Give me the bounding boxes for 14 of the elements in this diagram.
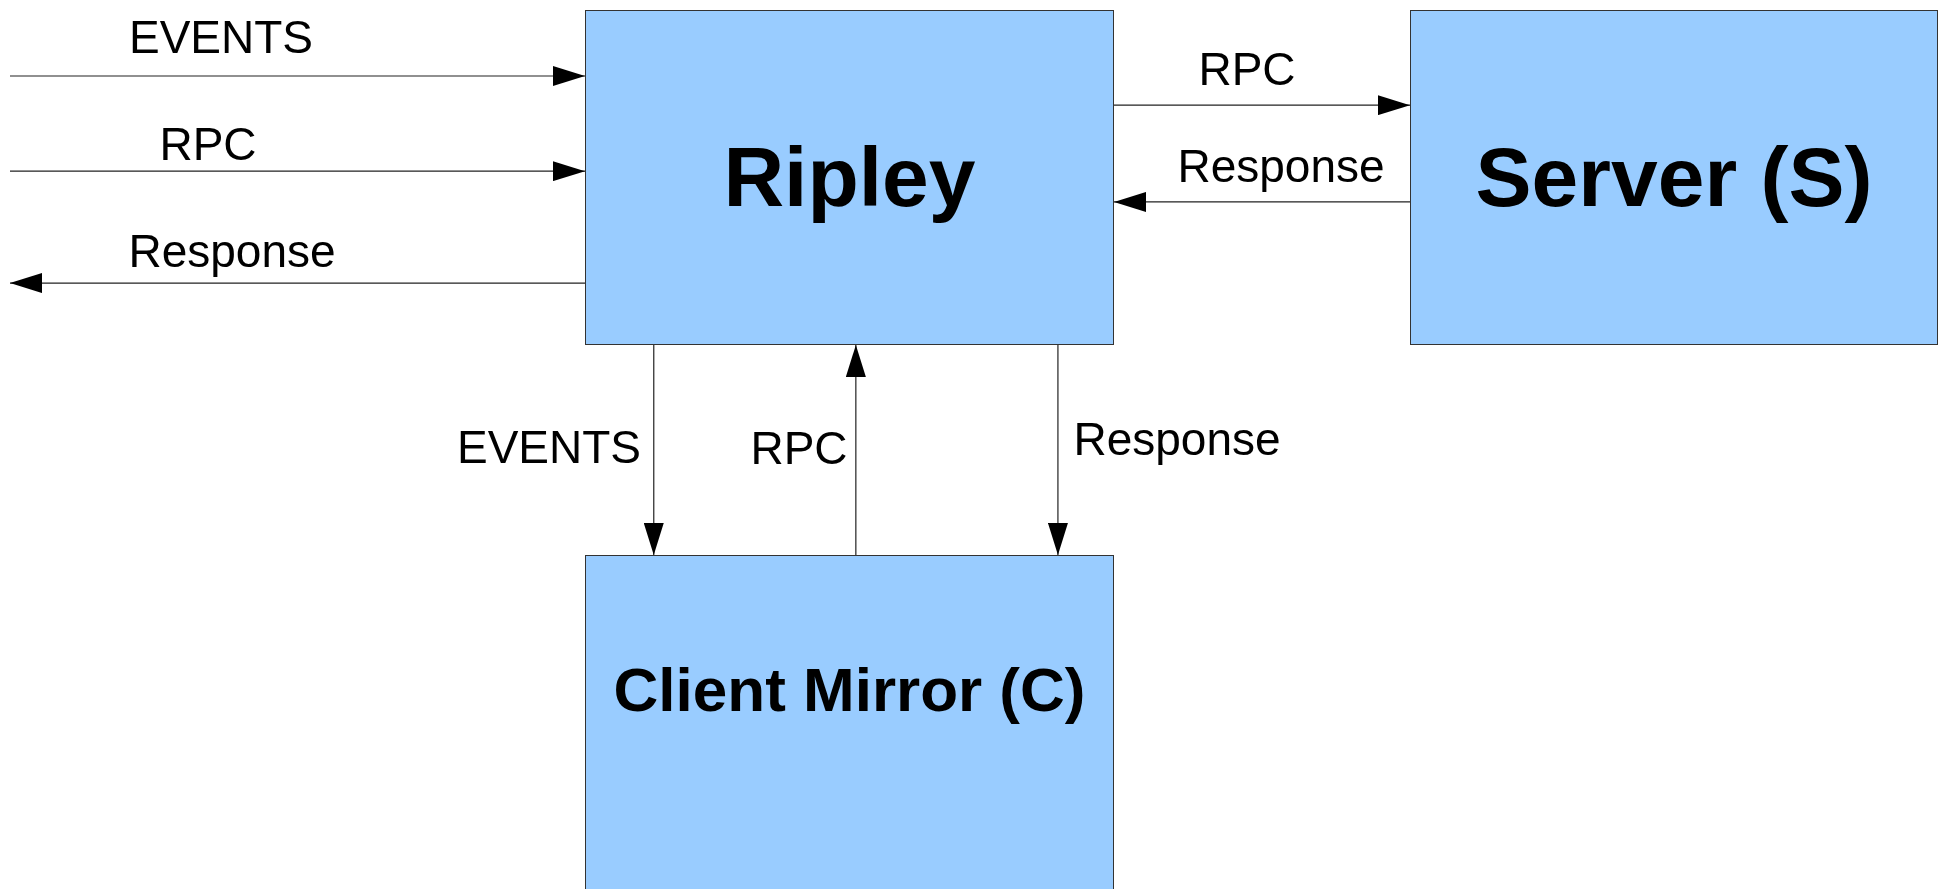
arrow xyxy=(9,273,586,293)
box-title: Server (S) xyxy=(1475,129,1873,226)
process-box xyxy=(1410,10,1938,345)
arrow xyxy=(1113,95,1411,116)
arrow xyxy=(845,344,866,556)
box-title: Client Mirror (C) xyxy=(613,654,1086,725)
arrow xyxy=(9,161,586,182)
arrow xyxy=(1047,344,1068,556)
box-title: Ripley xyxy=(723,129,976,226)
process-box xyxy=(585,555,1114,889)
arrow xyxy=(9,66,586,86)
arrow xyxy=(643,344,664,556)
arrow xyxy=(1113,191,1411,212)
process-box xyxy=(585,10,1114,345)
